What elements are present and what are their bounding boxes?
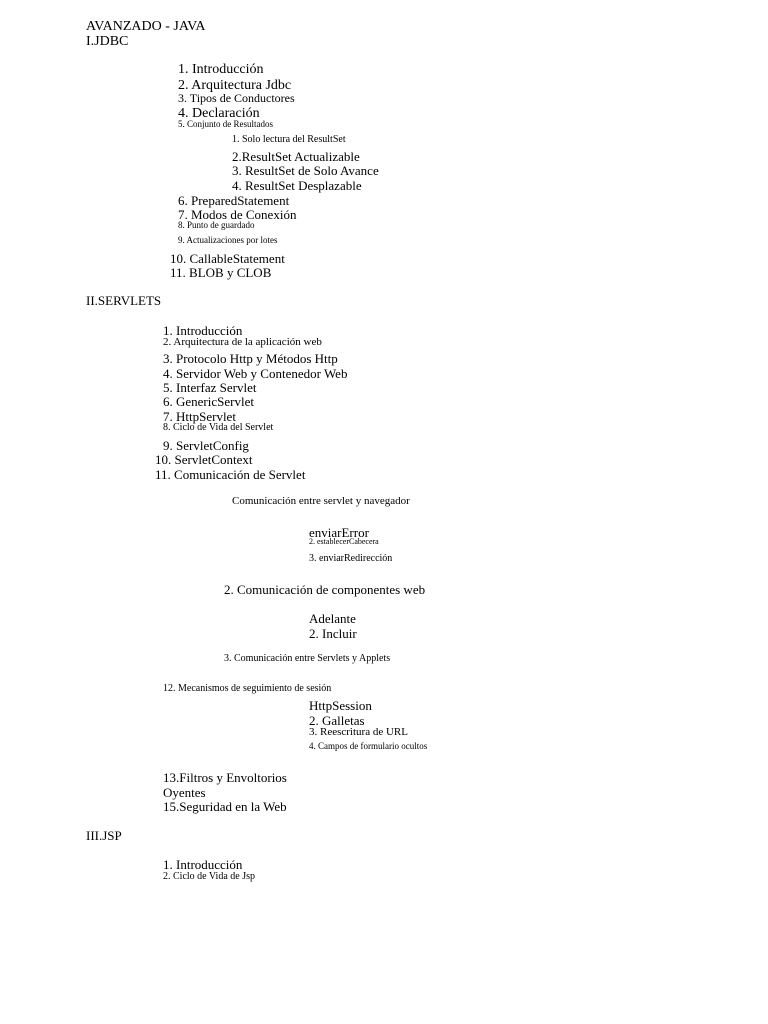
outline-subitem: 1. Solo lectura del ResultSet <box>232 134 346 145</box>
outline-subitem: 3. Comunicación entre Servlets y Applets <box>224 653 391 664</box>
outline-item: 15.Seguridad en la Web <box>163 799 287 814</box>
outline-subitem: 2. Comunicación de componentes web <box>224 582 426 597</box>
outline-subsubitem: 4. Campos de formulario ocultos <box>309 741 428 751</box>
section-heading-servlets: II.SERVLETS <box>86 293 162 308</box>
outline-item: 10. ServletContext <box>155 452 253 467</box>
outline-subsubitem: 2. Galletas <box>309 713 365 728</box>
outline-subsubitem: 3. enviarRedirección <box>309 553 393 564</box>
outline-item: 2. Ciclo de Vida de Jsp <box>163 871 255 882</box>
outline-subitem: 4. ResultSet Desplazable <box>232 178 362 193</box>
outline-subsubitem: 2. Incluir <box>309 626 357 641</box>
outline-item: 4. Declaración <box>178 106 260 121</box>
section-heading-jsp: III.JSP <box>86 828 122 843</box>
outline-item: Oyentes <box>163 785 206 800</box>
outline-item: 6. GenericServlet <box>163 394 254 409</box>
outline-item: 2. Arquitectura Jdbc <box>178 78 292 93</box>
outline-subitem: 2.ResultSet Actualizable <box>232 149 360 164</box>
outline-subsubitem: Adelante <box>309 611 356 626</box>
outline-subitem: Comunicación entre servlet y navegador <box>232 495 410 507</box>
outline-item: 1. Introducción <box>163 857 243 872</box>
outline-item: 5. Interfaz Servlet <box>163 380 257 395</box>
outline-item: 10. CallableStatement <box>170 251 285 266</box>
outline-item: 13.Filtros y Envoltorios <box>163 770 287 785</box>
outline-item: 3. Tipos de Conductores <box>178 91 295 105</box>
outline-item: 2. Arquitectura de la aplicación web <box>163 336 322 348</box>
outline-item: 9. Actualizaciones por lotes <box>178 235 278 245</box>
outline-item: 6. PreparedStatement <box>178 193 290 208</box>
section-heading-jdbc: I.JDBC <box>86 34 129 49</box>
outline-subsubitem: enviarError <box>309 525 369 540</box>
outline-subsubitem: HttpSession <box>309 698 372 713</box>
outline-item: 7. HttpServlet <box>163 409 236 424</box>
outline-item: 8. Punto de guardado <box>178 220 255 230</box>
document-title: AVANZADO - JAVA <box>86 19 206 34</box>
outline-item: 1. Introducción <box>163 323 243 338</box>
outline-item: 5. Conjunto de Resultados <box>178 119 273 129</box>
outline-subitem: 3. ResultSet de Solo Avance <box>232 163 379 178</box>
outline-item: 11. BLOB y CLOB <box>170 265 272 280</box>
outline-item: 7. Modos de Conexión <box>178 207 297 222</box>
outline-item: 3. Protocolo Http y Métodos Http <box>163 351 338 366</box>
outline-item: 12. Mecanismos de seguimiento de sesión <box>163 683 332 694</box>
outline-item: 4. Servidor Web y Contenedor Web <box>163 366 348 381</box>
outline-subsubitem: 2. establecerCabecera <box>309 537 379 546</box>
outline-subsubitem: 3. Reescritura de URL <box>309 726 408 738</box>
outline-item: 1. Introducción <box>178 62 264 77</box>
outline-item: 8. Ciclo de Vida del Servlet <box>163 422 274 433</box>
outline-item: 11. Comunicación de Servlet <box>155 467 306 482</box>
outline-item: 9. ServletConfig <box>163 438 249 453</box>
